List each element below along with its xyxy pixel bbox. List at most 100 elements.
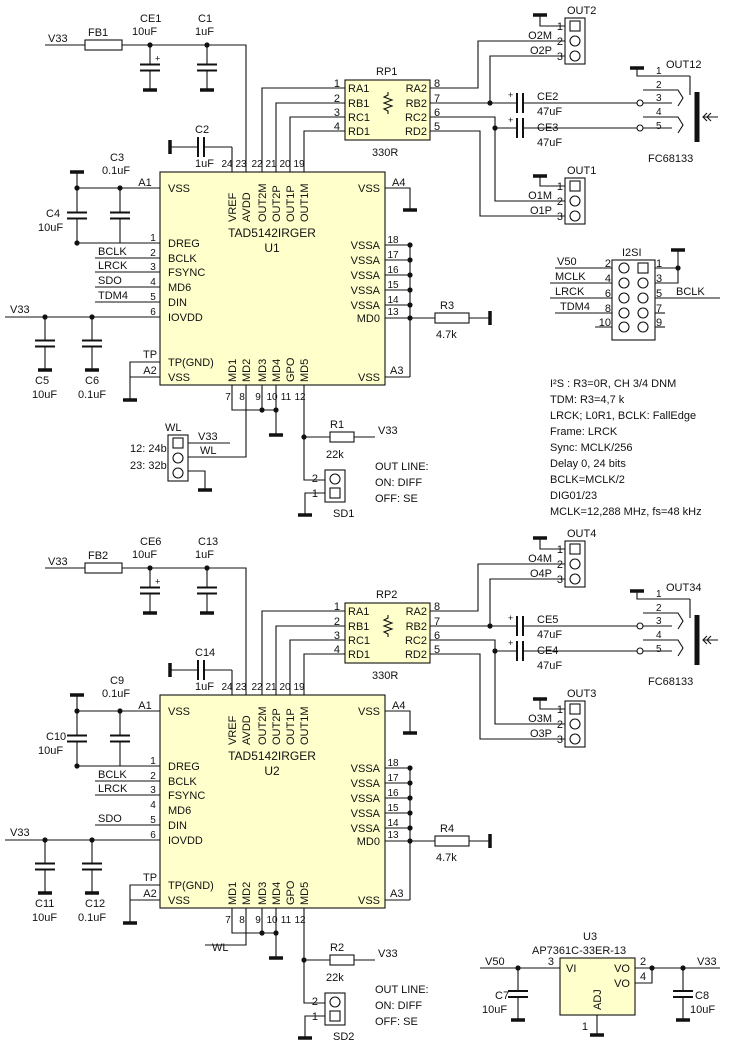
rp-pin-name: RB1 [348,621,369,633]
junction-dot [649,965,655,971]
pin-pad [569,210,581,222]
net-label: V50 [557,256,577,268]
pin-pad [569,35,581,47]
pin-number: 24 [221,159,233,170]
pin-name: MD0 [357,836,380,848]
pin-name: MD6 [168,282,191,294]
pin-1-pad [569,543,581,555]
cap-ref: C3 [110,152,124,164]
net-label: SDO [98,275,122,287]
pin-name: MD5 [299,882,311,905]
pad-label: A3 [390,365,403,377]
cap-value: 47uF [537,629,562,641]
resistor-ref: R4 [440,823,454,835]
cap-value: 10uF [482,1004,507,1016]
pin-number: 1 [334,601,340,613]
net-label: O1P [530,205,552,217]
pin-pad [618,277,630,289]
pin-number: 1 [557,544,563,556]
wire [303,653,345,695]
net-label-v33: V33 [378,948,398,960]
rp-pin-name: RD2 [405,649,427,661]
pin-number: 22 [251,159,263,170]
net-label: SDO [98,813,122,825]
pin-name: DREG [168,238,200,250]
net-label: O1M [528,190,552,202]
jack-arrow-icon [702,635,718,645]
pin-pad [637,292,649,304]
jumper-ref: SD2 [333,1031,354,1043]
resistor-value: 4.7k [436,329,457,341]
pin-number: 5 [434,121,440,133]
pin-number: 20 [279,682,291,693]
pin-number: 2 [312,473,318,485]
pin-number: 1 [656,258,662,270]
cap-ref: C1 [198,13,212,25]
resistor-symbol [382,92,394,114]
wire [275,625,345,695]
junction-dot [487,100,493,106]
pin-number: 17 [387,250,399,261]
cap-ref: C6 [85,375,99,387]
cap-value: 1uF [195,158,214,170]
net-label-v33: V33 [10,827,30,839]
pin-name: VSSA [351,270,381,282]
rpack-value: 330R [372,670,398,682]
pin-name: BCLK [168,253,197,265]
pin-number: 5 [434,644,440,656]
pin-number: 16 [387,265,399,276]
rp-pin-name: RC1 [348,112,370,124]
ic-body [159,694,386,909]
wire [289,639,345,695]
rp-pin-name: RA1 [348,83,369,95]
pin-1-pad [569,703,581,715]
pin-pad [569,733,581,745]
pin-number: 10 [266,392,278,403]
pin-name: MD3 [257,882,269,905]
pin-number: 2 [557,36,563,48]
pin-name: MD3 [257,359,269,382]
pin-number: 21 [265,682,277,693]
pad-label: A3 [390,888,403,900]
wire [303,908,325,1004]
resistor-value: 4.7k [436,852,457,864]
pin-number: 3 [656,93,662,104]
pin-name: FSYNC [168,267,205,279]
pin-number: 8 [239,392,245,403]
net-label: MCLK [555,271,586,283]
pin-number: 23 [235,682,247,693]
pin-number: 1 [334,78,340,90]
jack-contact [636,124,644,132]
wire [643,639,684,657]
pin-name: GPO [285,357,297,382]
cap-ref: C9 [110,675,124,687]
regulator-body [559,957,636,1016]
pin-1-pad [329,1010,341,1022]
pin-number: 5 [656,121,662,132]
pin-number: 3 [656,616,662,627]
wire [185,385,247,458]
pin-number: 3 [150,785,156,796]
pin-number: 2 [334,616,340,628]
pin-number: 3 [557,734,563,746]
ferrite-bead [84,39,123,51]
pin-name: DREG [168,761,200,773]
wire [494,128,565,202]
pin-number: 4 [150,277,156,288]
wire [489,578,565,626]
pin-number: 20 [279,159,291,170]
pin-name: OUT1M [299,184,311,223]
pin-number: 2 [656,603,662,614]
jack-ref: OUT34 [666,582,701,594]
net-label: O4P [530,568,552,580]
cap-ref: CE1 [140,13,161,25]
ferrite-ref: FB2 [88,550,108,562]
jack-contact [636,622,644,630]
ic-ref: U1 [264,241,280,255]
cap-value: 47uF [537,106,562,118]
pin-number: 3 [557,211,563,223]
pin-number: 12 [294,392,306,403]
net-label: TDM4 [560,301,590,313]
cap-value: 10uF [32,912,57,924]
pin-number: 6 [150,830,156,841]
